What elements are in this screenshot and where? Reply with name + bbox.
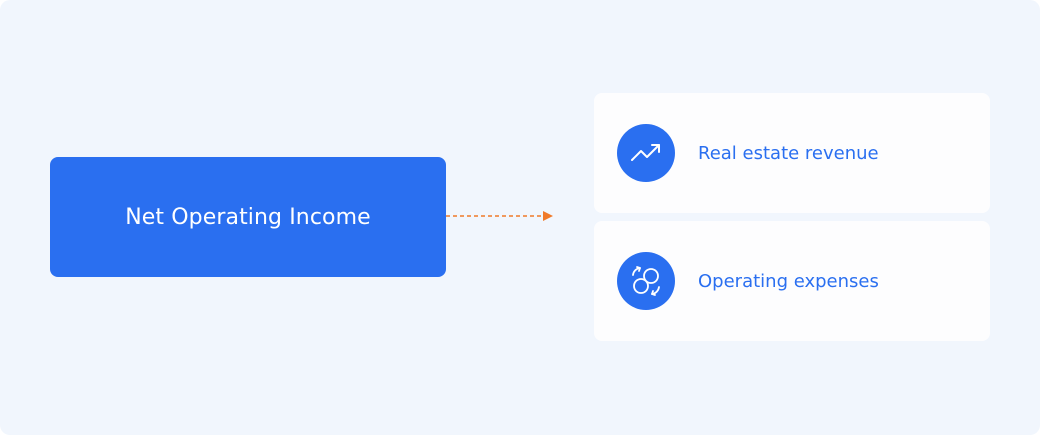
dashed-arrow-connector xyxy=(446,211,553,221)
connector-arrowhead xyxy=(543,211,553,221)
operating-expenses-label: Operating expenses xyxy=(698,270,879,292)
operating-expenses-card: Operating expenses xyxy=(594,221,990,341)
net-operating-income-label: Net Operating Income xyxy=(125,204,371,230)
real-estate-revenue-card: Real estate revenue xyxy=(594,93,990,213)
coins-exchange-icon xyxy=(617,252,675,310)
trending-up-icon xyxy=(617,124,675,182)
net-operating-income-node: Net Operating Income xyxy=(50,157,446,277)
real-estate-revenue-label: Real estate revenue xyxy=(698,142,879,164)
